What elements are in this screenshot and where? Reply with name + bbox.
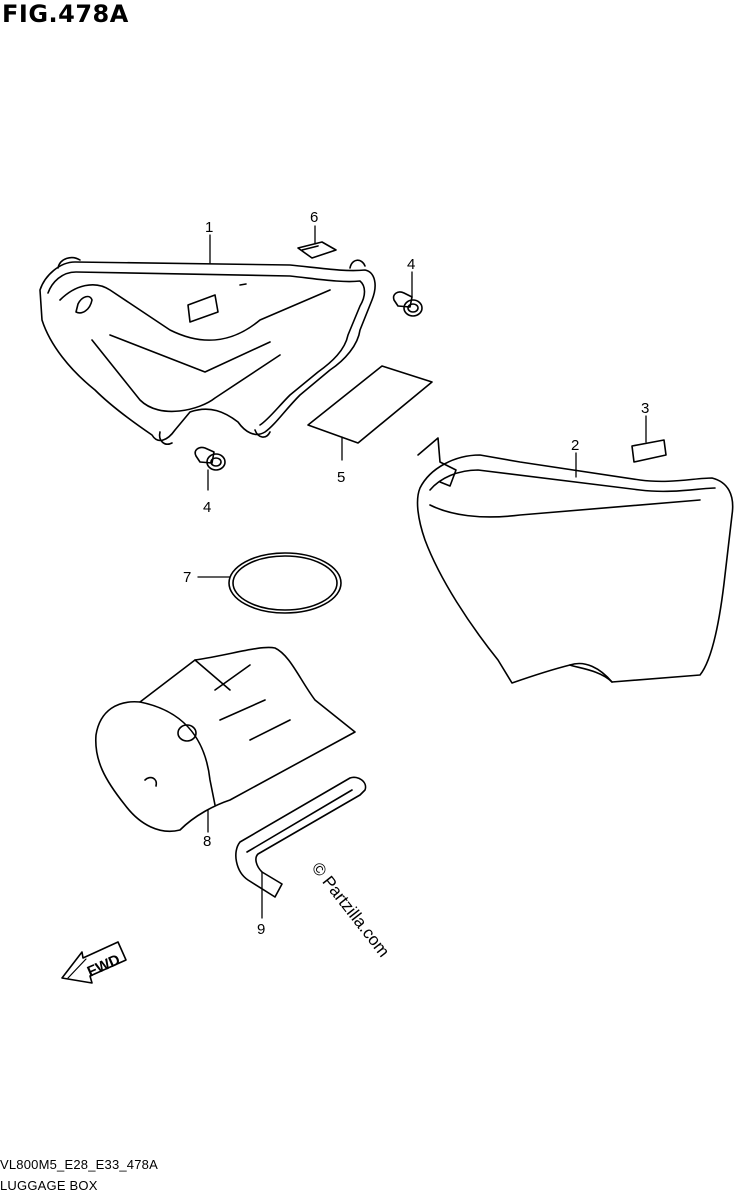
callout-7: 7 [183,569,191,586]
figure-title: FIG.478A [2,0,129,28]
callout-8: 8 [203,833,211,850]
callout-4-lower: 4 [203,499,211,516]
callout-3: 3 [641,400,649,417]
part-3-pad[interactable] [631,439,667,463]
part-6-clip[interactable] [297,241,337,259]
svg-text:© Partzilla.com: © Partzilla.com [308,859,394,961]
figure-code: VL800M5_E28_E33_478A [0,1157,158,1172]
callout-6: 6 [310,209,318,226]
callout-4-upper: 4 [407,256,415,273]
part-1-luggage-box[interactable] [39,256,376,445]
part-4-bolt-upper[interactable] [392,291,423,317]
part-5-pad[interactable] [307,365,433,444]
callout-labels: 1 2 3 4 4 5 6 7 8 9 [183,209,649,938]
callout-5: 5 [337,469,345,486]
fwd-arrow-icon: FWD [61,941,127,984]
callout-9: 9 [257,921,265,938]
callout-2: 2 [571,437,579,454]
part-2-side-cover[interactable] [416,437,734,684]
watermark: © Partzilla.com [308,859,394,961]
part-4-bolt-lower[interactable] [194,446,226,471]
leader-lines [197,225,647,919]
callout-1: 1 [205,219,213,236]
part-9-hex-key[interactable] [235,776,367,898]
part-8-tool-bag[interactable] [95,646,356,832]
figure-name: LUGGAGE BOX [0,1178,98,1193]
part-7-band[interactable] [228,552,342,614]
